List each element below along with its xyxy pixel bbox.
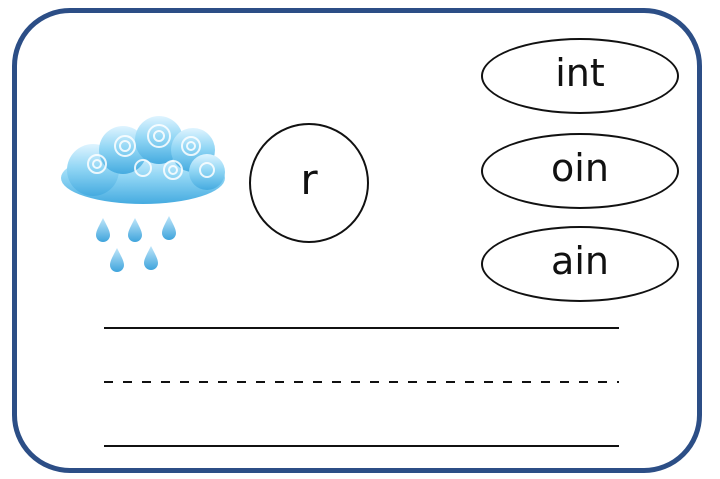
writing-line-top (104, 327, 619, 329)
rime-option-int[interactable]: int (481, 38, 679, 114)
onset-circle: r (249, 123, 369, 243)
rime-option-ain[interactable]: ain (481, 226, 679, 302)
writing-line-baseline (104, 445, 619, 447)
rime-option-label: oin (551, 146, 609, 190)
raindrops (96, 216, 176, 272)
cloud-shape (61, 116, 225, 204)
onset-letter: r (300, 155, 318, 204)
rime-option-label: int (555, 51, 605, 95)
rime-option-label: ain (551, 239, 609, 283)
writing-line-midline (104, 381, 619, 383)
rime-option-oin[interactable]: oin (481, 133, 679, 209)
rain-cloud-icon (55, 112, 230, 282)
